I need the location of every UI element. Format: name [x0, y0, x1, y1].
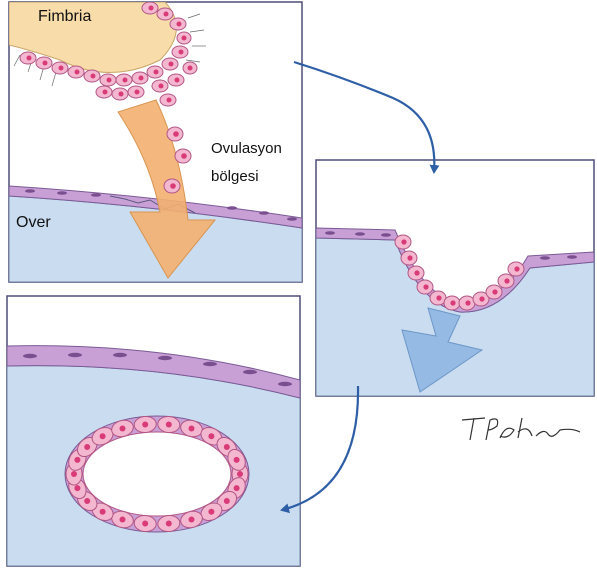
flow-arrow-1-to-2 — [294, 62, 434, 172]
cyst-cell-nucleus — [142, 521, 148, 527]
cyst-cell-nucleus — [224, 444, 230, 450]
cyst-cell-nucleus — [166, 422, 172, 428]
cyst-cell-nucleus — [224, 498, 230, 504]
panel-invagination — [316, 160, 594, 396]
cyst-cell-nucleus — [234, 457, 240, 463]
label-ovary: Over — [16, 215, 51, 231]
panel-inclusion-cyst — [7, 296, 300, 566]
cyst-cell-nucleus — [74, 485, 80, 491]
cyst-cell-nucleus — [71, 471, 77, 477]
label-ovulation-site-line2: bölgesi — [211, 169, 259, 184]
cyst-cell-nucleus — [74, 457, 80, 463]
cyst-cell-nucleus — [84, 444, 90, 450]
cyst-cell-nucleus — [189, 426, 195, 432]
cyst-cell-nucleus — [189, 517, 195, 523]
cyst-cell-nucleus — [84, 498, 90, 504]
artist-signature — [462, 418, 580, 440]
cyst-cell-nucleus — [208, 509, 214, 515]
cyst-cell-nucleus — [142, 422, 148, 428]
label-ovulation-site-line1: Ovulasyon — [211, 141, 282, 156]
cyst-cell-nucleus — [208, 433, 214, 439]
cyst-cell-nucleus — [237, 471, 243, 477]
cyst-cell-nucleus — [120, 517, 126, 523]
cyst-cell-nucleus — [166, 521, 172, 527]
cyst-cell-nucleus — [100, 509, 106, 515]
cyst-cell-nucleus — [100, 433, 106, 439]
cyst-cell-nucleus — [234, 485, 240, 491]
label-fimbria: Fimbria — [38, 9, 91, 25]
cyst-lumen — [83, 432, 231, 516]
cyst-cell-nucleus — [120, 426, 126, 432]
